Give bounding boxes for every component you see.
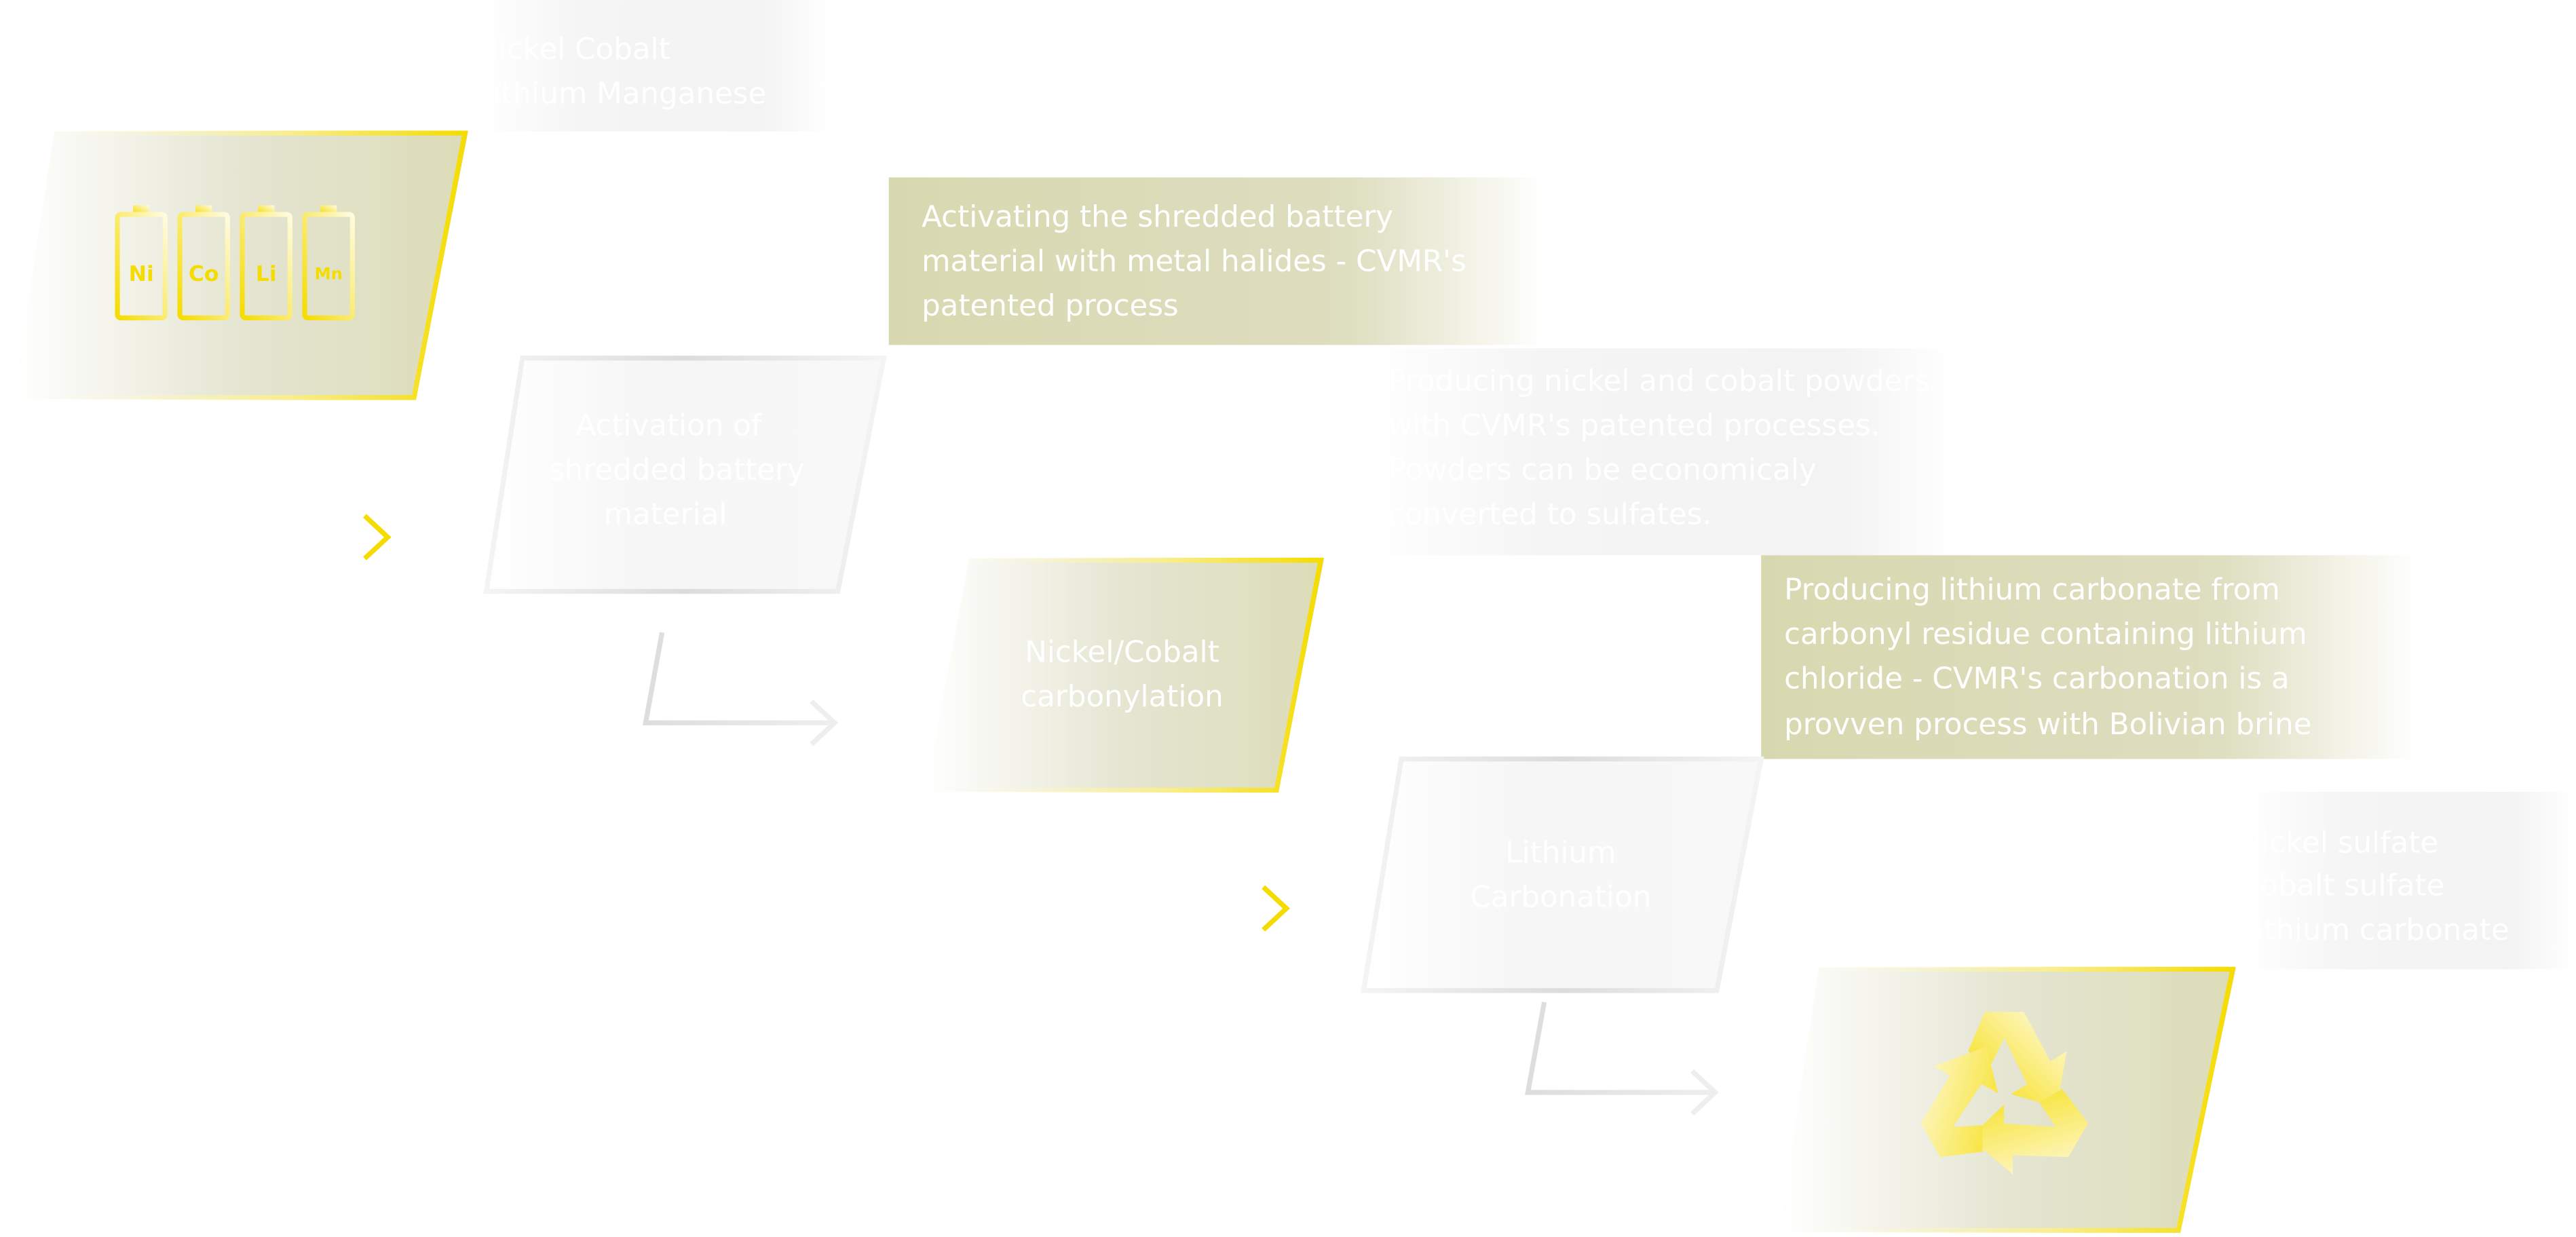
input-line: Lithium Manganese bbox=[476, 77, 766, 111]
svg-text:Lithium carbonate: Lithium carbonate bbox=[2239, 913, 2509, 947]
step-3-description: Producing lithium carbonate from carbony… bbox=[1761, 555, 2419, 759]
svg-text:Nickel/Cobalt: Nickel/Cobalt bbox=[1025, 636, 1219, 670]
input-line: Nickel Cobalt bbox=[476, 33, 670, 66]
step-carbonylation-node: Nickel/Cobalt carbonylation bbox=[924, 557, 1325, 793]
arrow-to-carbonation bbox=[1101, 885, 1290, 932]
arrow-to-carbonylation bbox=[643, 632, 839, 746]
svg-text:with CVMR's patented processes: with CVMR's patented processes. bbox=[1388, 409, 1880, 443]
svg-text:material with metal halides -: material with metal halides - CVMR's bbox=[922, 244, 1466, 278]
step-2-description: Producing nickel and cobalt powders with… bbox=[1363, 348, 1955, 556]
arrow-to-activation bbox=[181, 514, 392, 560]
svg-text:carbonylation: carbonylation bbox=[1021, 680, 1223, 714]
svg-text:Powders can be economicaly: Powders can be economicaly bbox=[1388, 453, 1817, 487]
svg-text:carbonyl residue containing li: carbonyl residue containing lithium bbox=[1784, 617, 2307, 651]
recycle-icon bbox=[1920, 1012, 2089, 1175]
svg-text:Ni: Ni bbox=[129, 262, 154, 286]
svg-text:Carbonation: Carbonation bbox=[1470, 880, 1651, 914]
outputs-box: Nickel sulfate Cobalt sulfate Lithium ca… bbox=[2239, 791, 2576, 970]
battery-icon: Ni Co Li Mn bbox=[115, 205, 355, 321]
step-carbonation-node: Lithium Carbonation bbox=[1361, 756, 1764, 993]
svg-text:Cobalt sulfate: Cobalt sulfate bbox=[2239, 869, 2445, 902]
svg-text:patented process: patented process bbox=[922, 289, 1179, 323]
svg-text:Activation of: Activation of bbox=[575, 409, 763, 443]
step-activation-node: Activation of shredded battery material bbox=[483, 356, 887, 594]
svg-text:chloride - CVMR's carbonation: chloride - CVMR's carbonation is a bbox=[1784, 662, 2290, 696]
svg-text:Li: Li bbox=[256, 262, 277, 286]
recycle-node bbox=[1779, 966, 2236, 1233]
arrow-to-recycle bbox=[1525, 1002, 1719, 1116]
step-1-description: Activating the shredded battery material… bbox=[888, 177, 1547, 345]
svg-text:Mn: Mn bbox=[315, 265, 343, 284]
svg-text:Producing lithium carbonate fr: Producing lithium carbonate from bbox=[1784, 573, 2280, 607]
svg-text:provven process with Bolivian: provven process with Bolivian brine bbox=[1784, 708, 2311, 742]
svg-text:shredded battery: shredded battery bbox=[549, 453, 805, 487]
svg-text:converted to sulfates.: converted to sulfates. bbox=[1388, 497, 1712, 531]
svg-text:Activating the shredded batter: Activating the shredded battery bbox=[922, 200, 1393, 234]
svg-text:Lithium: Lithium bbox=[1505, 836, 1616, 870]
input-materials-box: Nickel Cobalt Lithium Manganese bbox=[476, 0, 830, 132]
svg-text:material: material bbox=[604, 497, 727, 531]
battery-materials-node: Ni Co Li Mn bbox=[13, 130, 468, 400]
svg-text:Producing nickel and cobalt po: Producing nickel and cobalt powders bbox=[1388, 364, 1930, 398]
svg-text:Nickel sulfate: Nickel sulfate bbox=[2239, 826, 2438, 860]
svg-text:Co: Co bbox=[189, 262, 219, 286]
